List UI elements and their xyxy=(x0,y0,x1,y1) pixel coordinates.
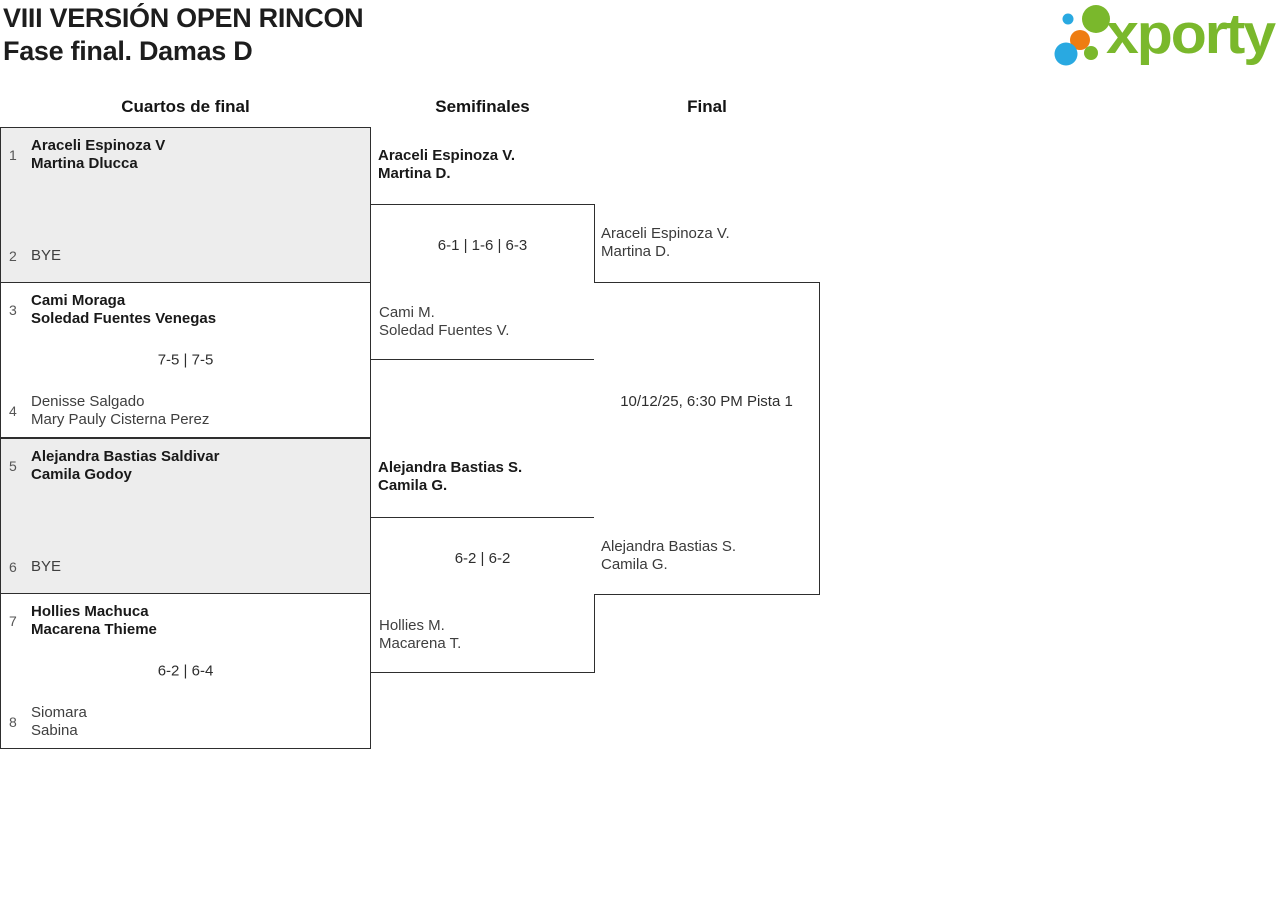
final-team-top: Araceli Espinoza V. Martina D. xyxy=(601,225,730,261)
match-score: 6-2 | 6-2 xyxy=(454,550,511,567)
seed-number: 4 xyxy=(9,403,17,419)
team-name-line: BYE xyxy=(31,247,62,264)
tournament-name: VIII VERSIÓN OPEN RINCON xyxy=(3,3,364,33)
round-header-semifinals: Semifinales xyxy=(435,97,530,116)
team-top: 7 Hollies Machuca Macarena Thieme xyxy=(7,603,364,639)
team-name-line: Siomara xyxy=(31,704,87,721)
seed-number: 2 xyxy=(9,248,17,264)
final-team-bottom: Alejandra Bastias S. Camila G. xyxy=(601,538,736,574)
team-top: 1 Araceli Espinoza V Martina Dlucca xyxy=(7,137,364,173)
team-bottom: 2 BYE xyxy=(7,238,364,274)
team-name-line: Macarena T. xyxy=(379,635,462,652)
team-top: 5 Alejandra Bastias Saldivar Camila Godo… xyxy=(7,448,364,484)
team-name-line: Sabina xyxy=(31,722,78,739)
logo-dot-icon xyxy=(1062,13,1074,25)
match-quarterfinal-1[interactable]: 1 Araceli Espinoza V Martina Dlucca 2 BY… xyxy=(0,127,371,283)
seed-number: 8 xyxy=(9,714,17,730)
team-name-line: Araceli Espinoza V. xyxy=(378,147,516,164)
team-top: 3 Cami Moraga Soledad Fuentes Venegas xyxy=(7,292,364,328)
team-names: Araceli Espinoza V Martina Dlucca xyxy=(27,137,165,173)
team-name-line: Camila G. xyxy=(378,477,448,494)
semifinal-2-loser: Hollies M. Macarena T. xyxy=(379,617,461,653)
team-names: BYE xyxy=(27,247,61,265)
page-title: VIII VERSIÓN OPEN RINCON Fase final. Dam… xyxy=(3,2,364,68)
seed-number: 3 xyxy=(9,302,17,318)
team-name-line: Hollies M. xyxy=(379,617,445,634)
team-names: Denisse Salgado Mary Pauly Cisterna Pere… xyxy=(27,393,209,429)
logo-dot-icon xyxy=(1070,30,1090,50)
team-name-line: Alejandra Bastias S. xyxy=(601,538,737,555)
round-header-quarterfinals: Cuartos de final xyxy=(121,97,250,116)
logo-dot-icon xyxy=(1082,5,1110,33)
team-name-line: Cami Moraga xyxy=(31,292,126,309)
team-name-line: Hollies Machuca xyxy=(31,603,149,620)
team-name-line: Mary Pauly Cisterna Perez xyxy=(31,411,210,428)
team-name-line: Denisse Salgado xyxy=(31,393,145,410)
team-name-line: Martina D. xyxy=(378,165,451,182)
team-names: Hollies Machuca Macarena Thieme xyxy=(27,603,157,639)
team-name-line: Soledad Fuentes Venegas xyxy=(31,310,217,327)
team-names: Cami Moraga Soledad Fuentes Venegas xyxy=(27,292,216,328)
match-score: 6-2 | 6-4 xyxy=(157,662,214,680)
semifinal-2-winner: Alejandra Bastias S. Camila G. xyxy=(378,459,522,495)
seed-number: 7 xyxy=(9,613,17,629)
logo-dot-icon xyxy=(1054,42,1078,66)
team-name-line: Cami M. xyxy=(379,304,435,321)
team-name-line: Alejandra Bastias Saldivar xyxy=(31,448,220,465)
team-name-line: Martina Dlucca xyxy=(31,155,138,172)
match-semifinal-2[interactable]: 6-2 | 6-2 Hollies M. Macarena T. xyxy=(370,517,595,673)
semifinal-1-winner: Araceli Espinoza V. Martina D. xyxy=(378,147,515,183)
team-names: Alejandra Bastias Saldivar Camila Godoy xyxy=(27,448,219,484)
team-bottom: 6 BYE xyxy=(7,549,364,585)
match-quarterfinal-3[interactable]: 5 Alejandra Bastias Saldivar Camila Godo… xyxy=(0,438,371,594)
match-quarterfinal-4[interactable]: 7 Hollies Machuca Macarena Thieme 6-2 | … xyxy=(0,593,371,749)
seed-number: 1 xyxy=(9,147,17,163)
team-name-line: Alejandra Bastias S. xyxy=(378,459,523,476)
team-name-line: Camila Godoy xyxy=(31,466,132,483)
logo-dot-icon xyxy=(1084,46,1098,60)
team-names: Siomara Sabina xyxy=(27,704,87,740)
seed-number: 5 xyxy=(9,458,17,474)
round-header-final: Final xyxy=(687,97,727,116)
xporty-logo[interactable]: xporty xyxy=(1048,0,1280,75)
team-names: BYE xyxy=(27,558,61,576)
team-name-line: Araceli Espinoza V xyxy=(31,137,166,154)
seed-number: 6 xyxy=(9,559,17,575)
team-bottom: 4 Denisse Salgado Mary Pauly Cisterna Pe… xyxy=(7,393,364,429)
semifinal-1-loser: Cami M. Soledad Fuentes V. xyxy=(379,304,509,340)
team-name-line: Macarena Thieme xyxy=(31,621,157,638)
phase-name: Fase final. Damas D xyxy=(3,36,253,66)
team-bottom: 8 Siomara Sabina xyxy=(7,704,364,740)
match-final[interactable]: 10/12/25, 6:30 PM Pista 1 xyxy=(594,282,820,595)
team-name-line: Soledad Fuentes V. xyxy=(379,322,510,339)
team-name-line: BYE xyxy=(31,558,62,575)
final-schedule: 10/12/25, 6:30 PM Pista 1 xyxy=(620,393,793,410)
xporty-logo-icon: xporty xyxy=(1054,2,1278,66)
team-name-line: Araceli Espinoza V. xyxy=(601,225,730,242)
match-score: 6-1 | 1-6 | 6-3 xyxy=(437,237,528,254)
match-score: 7-5 | 7-5 xyxy=(157,351,214,369)
team-name-line: Martina D. xyxy=(601,243,671,260)
team-name-line: Camila G. xyxy=(601,556,668,573)
logo-wordmark: xporty xyxy=(1106,2,1276,66)
match-semifinal-1[interactable]: 6-1 | 1-6 | 6-3 Cami M. Soledad Fuentes … xyxy=(370,204,595,360)
match-quarterfinal-2[interactable]: 3 Cami Moraga Soledad Fuentes Venegas 7-… xyxy=(0,282,371,438)
